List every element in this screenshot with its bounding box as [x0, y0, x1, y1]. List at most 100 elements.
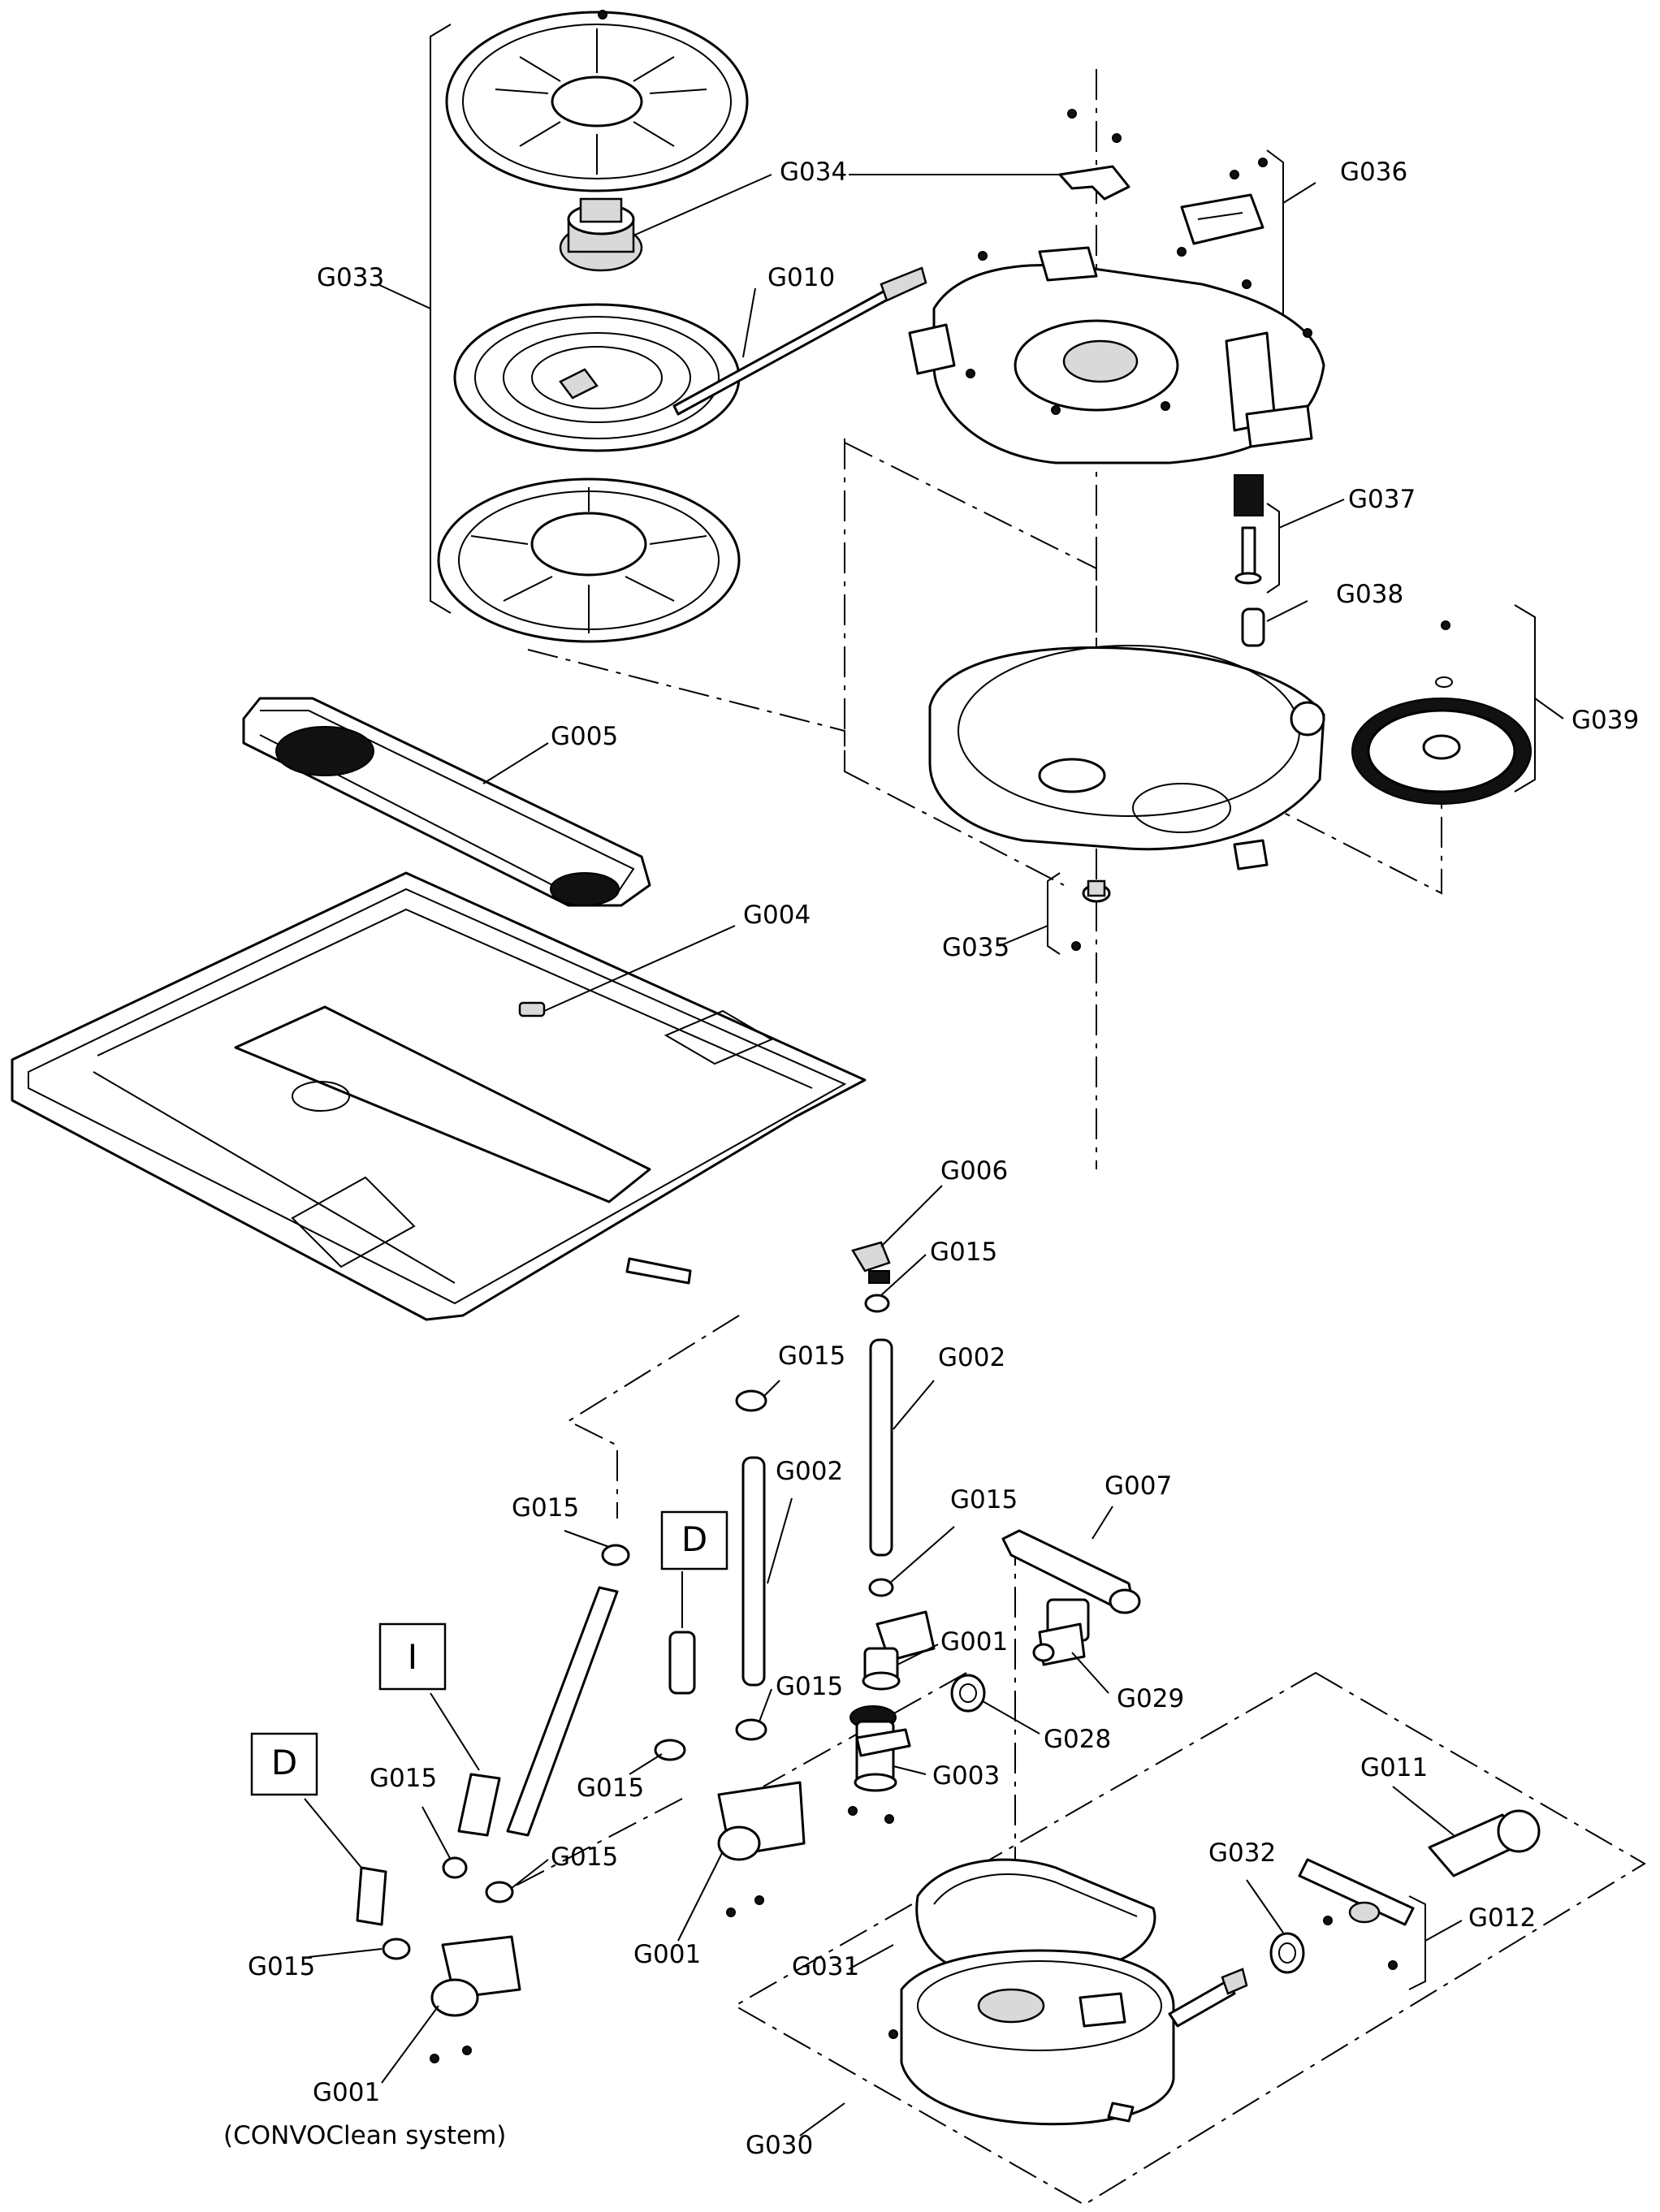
- g032-ring: [1269, 1932, 1305, 1974]
- leader-g037: [1278, 499, 1345, 529]
- label-g015-c: G015: [950, 1485, 1018, 1514]
- g039-gear: [1351, 620, 1532, 805]
- leader-g015-d: [564, 1530, 610, 1548]
- g038-pin: [1241, 607, 1265, 647]
- g028-fitting: [950, 1674, 986, 1713]
- leader-g002-b: [767, 1497, 793, 1584]
- g030-pump-housing: [888, 1949, 1248, 2126]
- label-g015-i: G015: [248, 1952, 315, 1981]
- d-upper-box: [660, 1510, 728, 1570]
- g015-clamp-i: [382, 1938, 411, 1960]
- label-g003: G003: [932, 1761, 1000, 1791]
- g001-valve-convoclean: [430, 1935, 521, 2063]
- leader-g028: [982, 1700, 1040, 1735]
- leader-g015-e: [759, 1688, 772, 1722]
- label-g037: G037: [1348, 485, 1416, 514]
- i-sleeve: [457, 1773, 501, 1837]
- d-upper-sleeve: [668, 1631, 696, 1695]
- label-g028: G028: [1044, 1725, 1111, 1754]
- label-g005: G005: [551, 722, 618, 751]
- d-upper-box-label: D: [681, 1519, 707, 1559]
- i-box: [378, 1622, 447, 1691]
- label-g006: G006: [940, 1156, 1008, 1186]
- g002-hose-left: [741, 1456, 766, 1687]
- leader-g010-a: [742, 287, 756, 358]
- g015-clamp-e: [601, 1544, 630, 1566]
- g036-bracket-part: [1180, 158, 1312, 338]
- g001-valve-middle: [717, 1781, 806, 1917]
- leader-g038: [1266, 600, 1308, 622]
- g035-part: [1071, 879, 1111, 951]
- g010-hose: [672, 266, 927, 416]
- leader-g001-a: [897, 1644, 939, 1665]
- g015-clamp-g: [442, 1856, 468, 1879]
- g033-bearing: [559, 197, 643, 272]
- label-g010: G010: [767, 263, 835, 292]
- g036-hinge: [1225, 331, 1313, 448]
- leader-g015-b: [763, 1380, 780, 1398]
- label-g015-b: G015: [778, 1341, 845, 1371]
- g035-bracket: [1047, 872, 1061, 955]
- i-box-label: I: [408, 1637, 417, 1677]
- g015-clamp-c: [868, 1578, 894, 1597]
- leader-g029: [1071, 1652, 1109, 1694]
- label-g001-c: G001: [313, 2078, 380, 2107]
- d-lower-box: [250, 1732, 318, 1796]
- leader-g033: [377, 283, 431, 309]
- label-g011: G011: [1360, 1753, 1428, 1782]
- label-g031: G031: [792, 1952, 859, 1981]
- d-lower-box-label: D: [271, 1743, 297, 1782]
- g015-clamp-f: [654, 1739, 686, 1761]
- g031-funnel: [915, 1858, 1156, 1983]
- leader-g035: [998, 925, 1048, 947]
- leader-g015-a: [880, 1254, 927, 1296]
- g015-clamp-d: [735, 1718, 767, 1741]
- assembly-line-9: [503, 1798, 683, 1893]
- leader-g005: [482, 742, 549, 784]
- label-g012: G012: [1468, 1903, 1536, 1933]
- g034-clip: [1058, 109, 1130, 201]
- label-g015-d: G015: [512, 1493, 579, 1523]
- g029-valve: [1032, 1598, 1090, 1666]
- diagonal-hose: [506, 1586, 619, 1837]
- g005-filter-cover: [242, 697, 651, 907]
- leader-g004: [543, 925, 736, 1012]
- label-g035: G035: [942, 933, 1009, 962]
- spray-arm-housing: [928, 645, 1325, 871]
- g015-clamp-b: [735, 1389, 767, 1412]
- leader-g039: [1534, 698, 1564, 719]
- leader-g015-c: [888, 1526, 955, 1584]
- label-g039: G039: [1571, 706, 1639, 735]
- assembly-line-5: [1250, 795, 1442, 895]
- label-g015-a: G015: [930, 1238, 997, 1267]
- leader-g007: [1092, 1506, 1113, 1540]
- leader-g015-f: [629, 1753, 663, 1775]
- label-g007: G007: [1105, 1471, 1172, 1501]
- g002-hose-right: [869, 1338, 893, 1557]
- g012-bracket: [1408, 1895, 1426, 1990]
- leader-g010-b: [633, 174, 772, 236]
- assembly-line-1: [527, 649, 1065, 886]
- label-g001-b: G001: [633, 1940, 701, 1969]
- d-lower-arrow: [304, 1798, 362, 1869]
- leader-g036: [1282, 182, 1316, 204]
- leader-g015-g: [421, 1806, 452, 1860]
- label-g002-a: G002: [938, 1343, 1005, 1372]
- g011-handle: [1428, 1809, 1541, 1877]
- label-g015-f: G015: [577, 1773, 644, 1803]
- d-lower-sleeve: [356, 1866, 387, 1926]
- label-convoclean: (CONVOClean system): [223, 2121, 506, 2150]
- leader-g011: [1392, 1786, 1455, 1836]
- g012-bracket-part: [1298, 1858, 1415, 1970]
- leader-g001-c: [381, 2005, 439, 2084]
- label-g032: G032: [1208, 1838, 1276, 1868]
- g004-fitting: [518, 1001, 546, 1017]
- leader-g015-h: [511, 1859, 549, 1889]
- g006-elbow: [851, 1241, 891, 1284]
- g001-valve-upper: [862, 1610, 936, 1691]
- g010-reel-disk: [453, 303, 741, 452]
- leader-g030: [799, 2102, 845, 2136]
- label-g004: G004: [743, 901, 811, 930]
- label-g034: G034: [780, 158, 847, 187]
